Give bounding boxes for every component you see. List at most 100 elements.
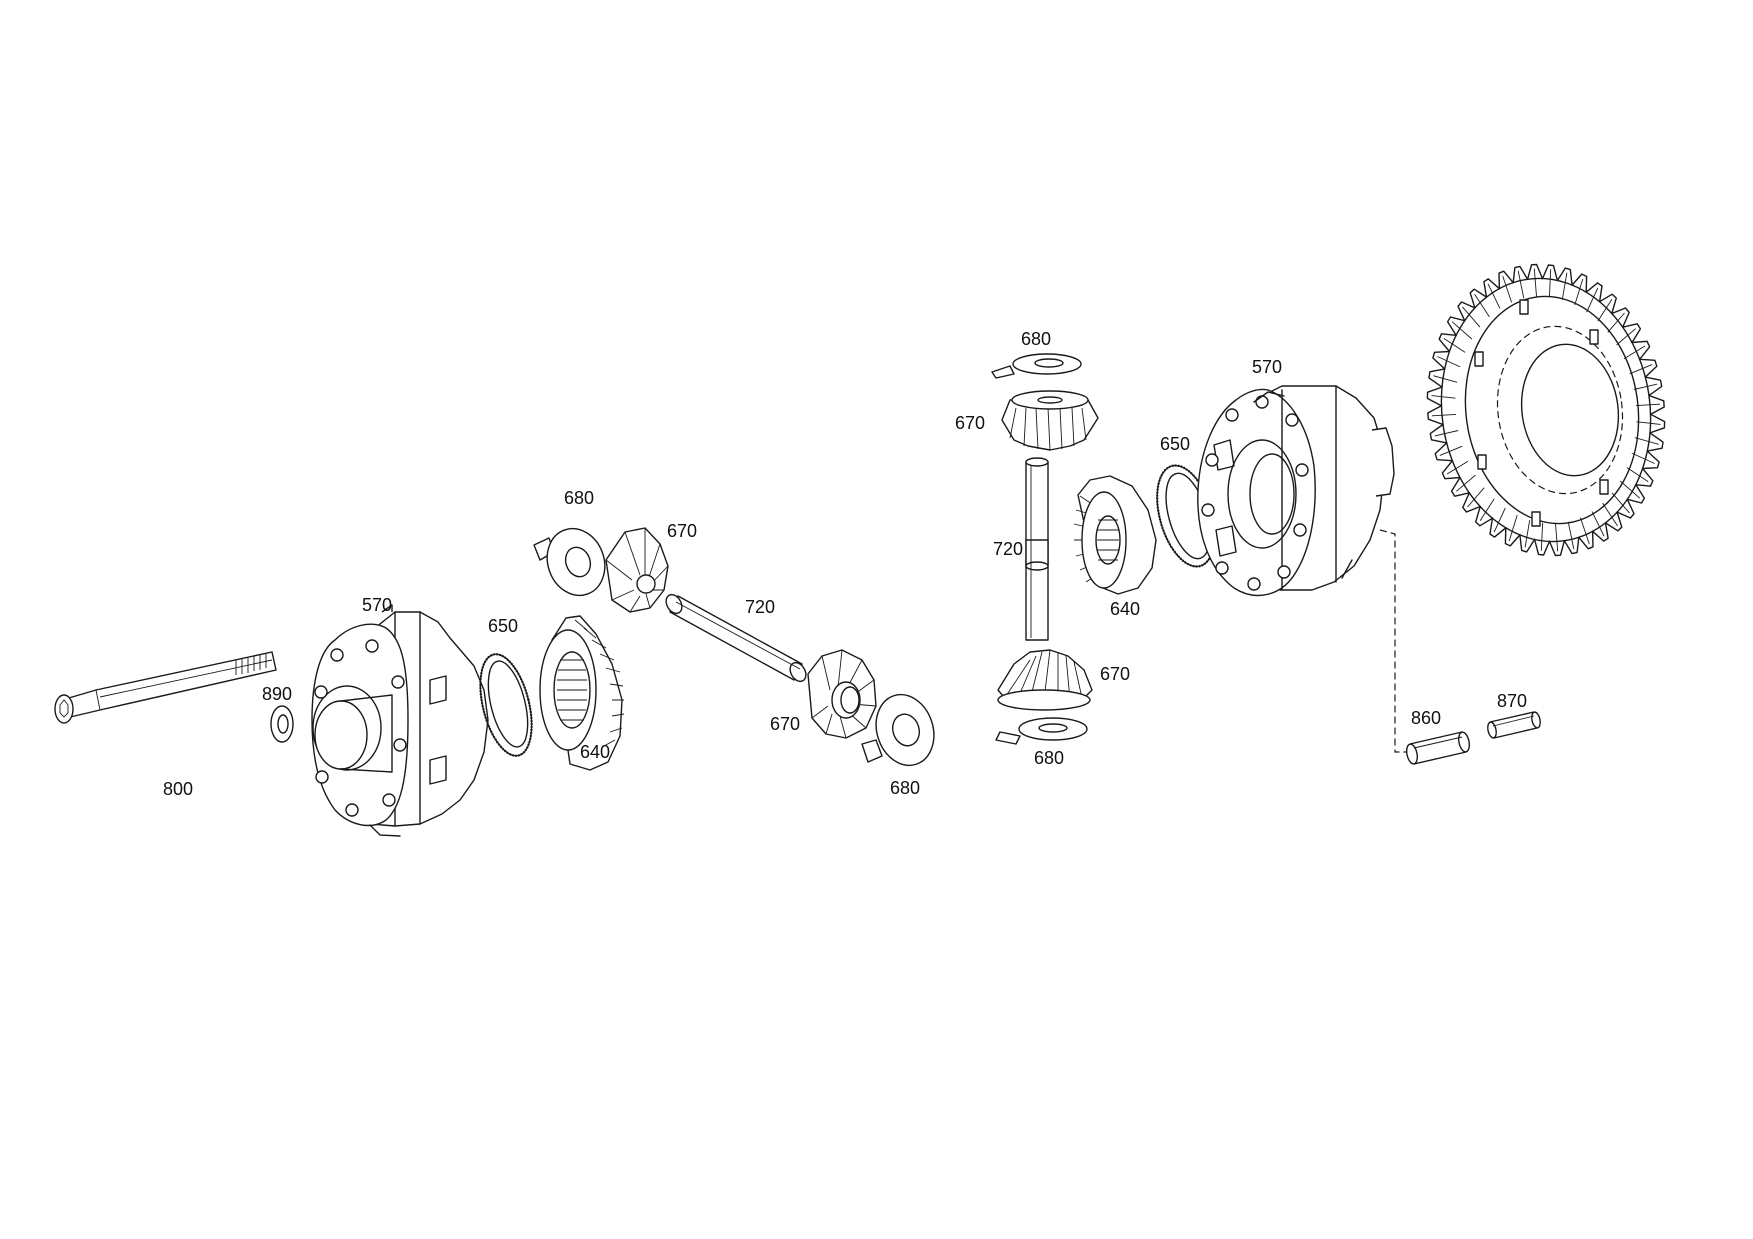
ring-gear-tooth-face [1555,523,1559,552]
ring-gear-tooth [1563,536,1580,555]
ring-gear-tooth [1428,368,1446,388]
part-890-washer [270,705,294,743]
ring-gear-tooth [1519,534,1536,553]
ring-gear-tooth-face [1629,364,1653,375]
ring-gear-tooth [1489,517,1507,538]
ring-gear-tooth-face [1623,345,1646,360]
callout-640-right: 640 [1110,599,1140,619]
part-680-thrust-washer-c [991,353,1082,379]
callout-670-lower-middle: 670 [770,714,800,734]
part-570-housing-right [1197,385,1395,597]
ring-gear-tooth [1438,333,1457,353]
ring-gear-tooth-face [1462,306,1481,328]
ring-gear-tooth-face [1619,480,1641,499]
ring-gear-tooth-face [1443,338,1466,353]
ring-gear-tooth-face [1467,487,1485,508]
callout-720-left: 720 [745,597,775,617]
ring-gear-tooth-face [1548,269,1552,298]
ring-gear-tooth-face [1456,474,1476,492]
ring-gear-tooth [1469,288,1488,309]
ring-gear-tooth-face [1586,287,1599,313]
ring-gear-tooth-face [1474,293,1490,318]
callout-680-lower-middle: 680 [890,778,920,798]
ring-gear-tooth-face [1607,312,1625,333]
ring-gear-tooth [1622,323,1642,344]
callout-680-top-right: 680 [1021,329,1051,349]
ring-gear-tooth [1578,530,1594,550]
ring-gear-tooth [1504,527,1521,547]
part-680-thrust-washer-b [861,693,935,767]
part-640-side-gear-right [1073,475,1157,595]
ring-gear-tooth [1541,264,1559,282]
callout-640-left: 640 [580,742,610,762]
ring-gear-tooth [1475,505,1494,527]
ring-gear-teeth [1426,263,1666,557]
ring-gear-tooth-face [1616,328,1636,346]
ring-gear-tooth-face [1434,430,1459,437]
part-ring-gear [1426,263,1666,557]
ring-gear-tooth-face [1540,522,1544,551]
ring-gear-tooth-face [1574,278,1584,306]
ring-gear-tooth [1635,467,1654,487]
ring-gear-tooth [1649,413,1666,434]
ring-gear-tooth [1429,423,1448,444]
ring-gear-tooth-face [1508,514,1518,542]
ring-gear-tooth [1611,307,1630,328]
ring-gear-tooth [1441,460,1461,480]
callout-670-top-right: 670 [955,413,985,433]
callout-680-top-left: 680 [564,488,594,508]
ring-gear-tooth-face [1479,498,1495,521]
ring-gear-tooth-face [1631,452,1655,464]
leader-line-860 [1379,529,1410,753]
ring-gear-tooth-face [1579,517,1590,545]
ring-gear-tooth [1483,278,1501,298]
ring-gear-tooth [1556,267,1573,286]
ring-gear-tooth-face [1431,413,1457,417]
callout-870: 870 [1497,691,1527,711]
callout-570-right: 570 [1252,357,1282,377]
part-720-pin-left [665,593,807,683]
ring-gear-tooth [1598,293,1617,315]
ring-gear-tooth-face [1567,521,1575,550]
callout-680-bottom-right: 680 [1034,748,1064,768]
ring-gear-tooth [1533,538,1551,556]
ring-gear-tooth-face [1437,356,1461,368]
callout-670-bottom-right: 670 [1100,664,1130,684]
callout-labels: 800 890 570 650 640 680 670 720 670 680 … [163,329,1527,799]
ring-gear-tooth [1644,376,1663,397]
ring-gear-tooth [1457,301,1476,322]
ring-gear-tooth-face [1634,437,1659,445]
ring-gear-tooth-face [1561,272,1568,300]
ring-gear-tooth [1426,386,1443,407]
ring-gear-tooth-face [1635,403,1661,407]
part-860-sleeve [1405,731,1471,765]
ring-gear-tooth [1498,270,1514,290]
ring-gear-tooth [1641,450,1660,470]
ring-gear-tooth [1427,405,1444,426]
ring-gear-tooth-face [1433,375,1458,383]
part-650-disc-left [479,653,533,757]
part-670-pinion-b [807,649,877,739]
ring-gear-tooth-face [1517,270,1525,299]
part-680-thrust-washer-d [995,717,1088,745]
ring-gear-tooth [1638,358,1658,378]
ring-gear-tooth-face [1602,502,1618,527]
ring-gear-tooth-face [1451,321,1473,340]
part-680-thrust-washer-a [533,527,606,597]
ring-gear-tooth-face [1524,520,1531,548]
ring-gear-tooth [1548,540,1566,557]
part-800-bolt [54,651,277,724]
ring-gear-tooth [1446,316,1466,336]
ring-gear-tooth [1432,350,1451,370]
ring-gear-tooth-face [1533,268,1537,297]
callout-720-right: 720 [993,539,1023,559]
part-870-sleeve [1487,711,1541,739]
callout-650-left: 650 [488,616,518,636]
ring-gear-tooth [1526,263,1544,280]
ring-gear-tooth [1616,498,1635,519]
ring-gear-tooth-face [1636,421,1661,425]
ring-gear-tooth [1512,265,1529,284]
callout-860: 860 [1411,708,1441,728]
callout-890: 890 [262,684,292,704]
